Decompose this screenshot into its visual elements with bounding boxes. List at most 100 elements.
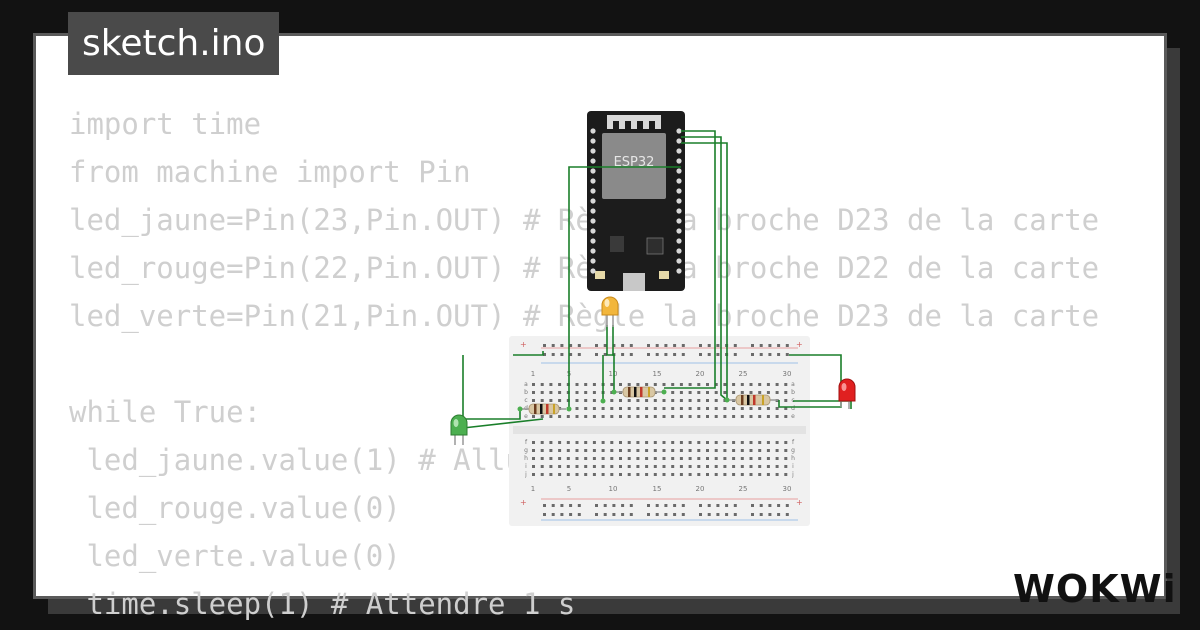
- breadboard-hole: [636, 449, 640, 452]
- breadboard-hole: [629, 513, 633, 516]
- breadboard-hole: [653, 441, 657, 444]
- col-number: 10: [609, 485, 618, 493]
- breadboard-hole: [592, 449, 596, 452]
- breadboard-hole: [707, 513, 711, 516]
- breadboard-hole: [549, 441, 553, 444]
- breadboard-hole: [549, 391, 553, 394]
- wire-d21: [681, 142, 728, 400]
- breadboard-hole: [584, 465, 588, 468]
- row-letter: h: [524, 455, 528, 462]
- esp32-pin: [676, 168, 682, 174]
- breadboard-hole: [671, 415, 675, 418]
- col-number: 25: [739, 485, 748, 493]
- esp32-pin: [676, 238, 682, 244]
- row-letter: b: [791, 389, 795, 396]
- breadboard-hole: [592, 441, 596, 444]
- breadboard-hole: [758, 415, 762, 418]
- row-letter: a: [524, 381, 528, 388]
- breadboard-hole: [551, 513, 555, 516]
- breadboard-hole: [697, 457, 701, 460]
- breadboard-hole: [662, 473, 666, 476]
- breadboard-hole: [592, 465, 596, 468]
- breadboard-hole: [532, 399, 535, 402]
- breadboard-hole: [601, 473, 605, 476]
- breadboard-hole: [768, 504, 772, 507]
- breadboard-hole: [740, 449, 744, 452]
- breadboard-hole: [699, 513, 702, 516]
- sketch-title-tab[interactable]: sketch.ino: [68, 12, 280, 75]
- esp32-pin: [590, 138, 596, 144]
- breadboard-hole: [732, 407, 736, 410]
- breadboard-hole: [758, 383, 762, 386]
- breadboard-hole: [759, 344, 763, 347]
- breadboard-hole: [723, 441, 727, 444]
- row-letter: e: [791, 413, 795, 420]
- breadboard-hole: [766, 383, 770, 386]
- resistor-green: [520, 403, 566, 415]
- esp32-pin: [590, 238, 596, 244]
- esp32-pin: [590, 258, 596, 264]
- esp32-pin: [590, 228, 596, 234]
- breadboard-hole: [543, 344, 546, 347]
- esp32-pin: [590, 178, 596, 184]
- breadboard-hole: [532, 415, 535, 418]
- breadboard-hole: [723, 407, 727, 410]
- breadboard-hole: [758, 407, 762, 410]
- breadboard-hole: [706, 391, 709, 394]
- breadboard-hole: [784, 473, 788, 476]
- breadboard-hole: [566, 457, 570, 460]
- breadboard-hole: [540, 415, 544, 418]
- breadboard-hole: [575, 399, 579, 402]
- col-number: 20: [696, 485, 705, 493]
- breadboard-hole: [647, 504, 650, 507]
- row-letter: e: [524, 413, 528, 420]
- breadboard-hole: [707, 344, 711, 347]
- esp32-pin: [676, 268, 682, 274]
- breadboard-hole: [532, 473, 535, 476]
- breadboard-hole: [732, 383, 736, 386]
- esp32-pin: [676, 158, 682, 164]
- breadboard-hole: [740, 391, 744, 394]
- breadboard-hole: [714, 383, 718, 386]
- wire-gnd-rail: [513, 351, 544, 356]
- breadboard-hole: [595, 344, 598, 347]
- esp32-pin: [590, 158, 596, 164]
- breadboard-hole: [740, 383, 744, 386]
- breadboard-hole: [584, 399, 588, 402]
- breadboard-hole: [540, 383, 544, 386]
- breadboard-hole: [688, 391, 692, 394]
- breadboard-hole: [540, 457, 544, 460]
- breadboard-hole: [549, 415, 553, 418]
- breadboard-hole: [532, 391, 535, 394]
- esp32-pin: [676, 138, 682, 144]
- wire-gnd-green: [568, 166, 599, 409]
- breadboard-hole: [697, 415, 701, 418]
- breadboard-hole: [784, 415, 788, 418]
- breadboard-hole: [540, 465, 544, 468]
- breadboard-hole: [653, 399, 657, 402]
- breadboard-hole: [610, 441, 614, 444]
- breadboard-hole: [575, 391, 579, 394]
- wire-green-led-anode: [462, 418, 544, 429]
- breadboard-hole: [751, 504, 754, 507]
- breadboard-hole: [749, 391, 753, 394]
- breadboard-hole: [784, 383, 788, 386]
- breadboard-hole: [592, 383, 596, 386]
- breadboard-hole: [749, 473, 753, 476]
- breadboard-hole: [716, 353, 720, 356]
- breadboard-hole: [610, 449, 614, 452]
- breadboard-hole: [766, 415, 770, 418]
- breadboard-hole: [549, 399, 553, 402]
- breadboard-hole: [723, 449, 727, 452]
- breadboard-hole: [706, 441, 709, 444]
- breadboard-hole: [784, 441, 788, 444]
- breadboard-hole: [671, 441, 675, 444]
- breadboard-hole: [575, 449, 579, 452]
- breadboard-hole: [671, 391, 675, 394]
- breadboard-hole: [697, 407, 701, 410]
- breadboard-hole: [706, 449, 709, 452]
- breadboard-hole: [584, 407, 588, 410]
- breadboard-hole: [688, 457, 692, 460]
- breadboard-hole: [540, 399, 544, 402]
- breadboard-hole: [645, 383, 649, 386]
